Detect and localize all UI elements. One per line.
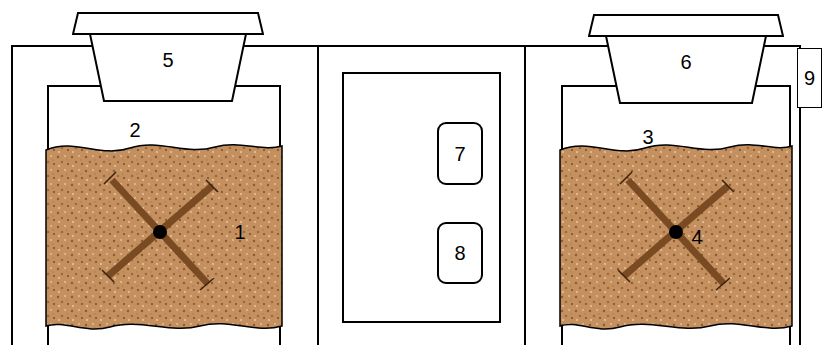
stirrer [108,180,728,284]
stirrer-tips [102,172,734,290]
stirrer-hub [669,225,683,239]
callout-number: 1 [234,222,245,242]
tub-rim [73,13,263,34]
sawdust-fill [560,145,792,329]
callout-number: 5 [162,50,173,70]
callout-box: 9 [797,48,822,108]
control-panel [343,73,500,322]
callout-number: 9 [804,68,815,88]
feed-container: 5 [72,12,264,102]
tub-body [90,34,246,101]
callout-number: 3 [642,127,653,147]
tub-rim [589,15,783,36]
callout-number: 6 [680,52,691,72]
callout-number: 4 [691,227,702,247]
tub-body [606,36,766,103]
control-button: 8 [437,222,483,284]
callout-number: 7 [454,144,465,164]
feed-container: 6 [588,14,784,104]
sawdust-fill [46,145,282,329]
control-button: 7 [437,122,483,185]
callout-number: 2 [129,120,140,140]
callout-number: 8 [454,243,465,263]
stirrer-hub [153,225,167,239]
